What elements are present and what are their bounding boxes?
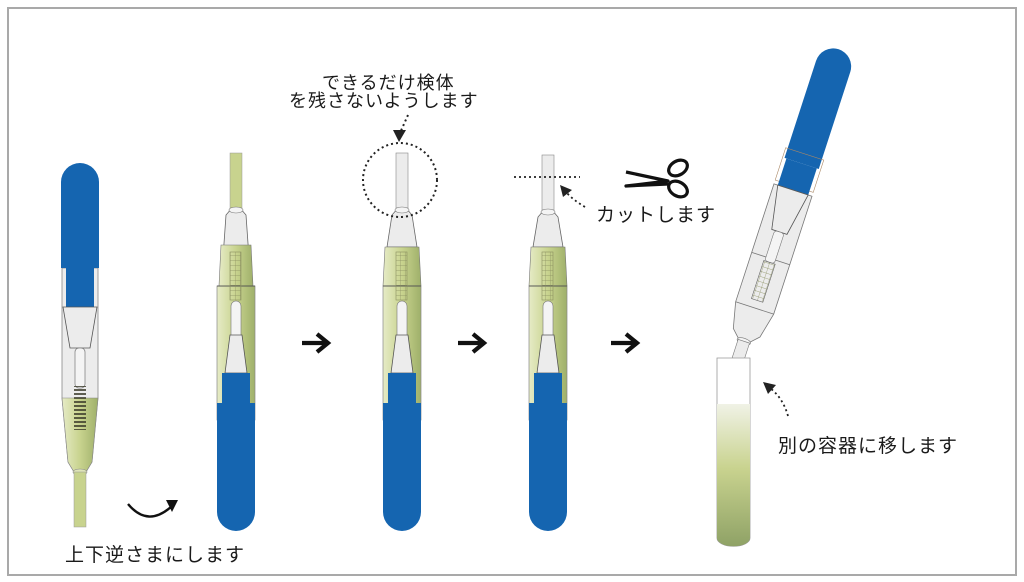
leave-sample-label-line1: できるだけ検体 — [322, 73, 455, 94]
cut-label: カットします — [596, 204, 717, 226]
diagram-frame — [7, 7, 1017, 576]
receiving-test-tube — [716, 357, 789, 547]
step-arrow-2 — [458, 332, 488, 354]
step-arrow-3 — [611, 332, 641, 354]
scissors-icon — [624, 158, 689, 199]
rotate-arrow-icon — [127, 500, 178, 518]
tube-step3 — [362, 114, 438, 531]
tube-step5 — [727, 48, 852, 374]
flip-label: 上下逆さまにします — [65, 544, 246, 566]
transfer-label: 別の容器に移します — [778, 435, 959, 457]
tube-step1 — [61, 163, 99, 528]
step-arrow-1 — [302, 332, 332, 354]
tube-step4 — [514, 154, 586, 531]
tube-step2 — [216, 152, 256, 531]
leave-sample-label-line2: を残さないようします — [289, 91, 479, 112]
